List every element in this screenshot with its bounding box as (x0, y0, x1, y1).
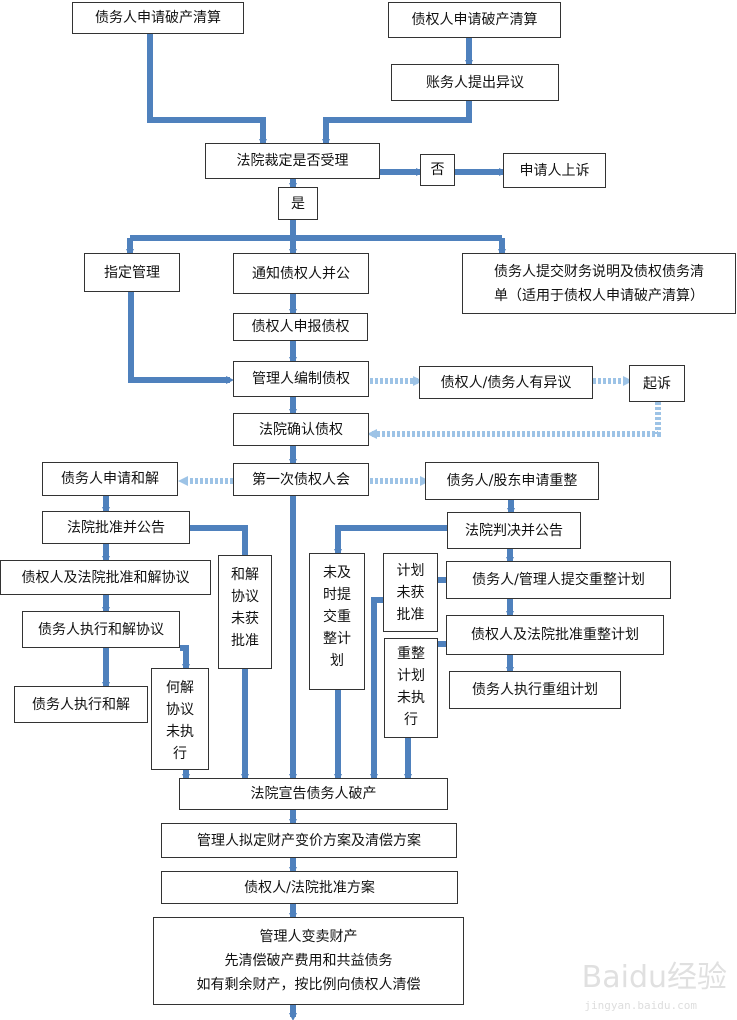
node-reorg-apply: 债务人/股东申请重整 (425, 462, 599, 500)
node-court-ruling-announce: 法院判决并公告 (447, 512, 581, 549)
node-debtor-objection: 账务人提出异议 (391, 64, 559, 101)
node-plan-not-approved: 计划 未获 批准 (383, 553, 438, 632)
node-debtor-execute-settlement-agreement: 债务人执行和解协议 (22, 611, 180, 648)
node-submit-reorg-plan: 债务人/管理人提交重整计划 (446, 561, 671, 599)
node-court-ruling: 法院裁定是否受理 (205, 143, 380, 179)
node-debtor-settlement: 债务人申请和解 (42, 462, 178, 496)
label-no: 否 (420, 154, 455, 186)
node-dispute: 债权人/债务人有异议 (419, 366, 593, 399)
node-debtor-apply: 债务人申请破产清算 (72, 2, 244, 34)
node-declare-bankrupt: 法院宣告债务人破产 (179, 778, 448, 810)
node-notify-creditors: 通知债权人并公 (233, 253, 369, 294)
node-court-approve-announce: 法院批准并公告 (42, 511, 190, 544)
node-not-timely-submit: 未及 时提 交重 整计 划 (309, 553, 365, 690)
node-debtor-submit: 债务人提交财务说明及债权债务清 单（适用于债权人申请破产清算） (462, 253, 736, 314)
node-creditor-court-approve-settlement: 债权人及法院批准和解协议 (0, 560, 211, 595)
node-sue: 起诉 (629, 365, 685, 402)
node-approve-reorg-plan: 债权人及法院批准重整计划 (446, 615, 664, 655)
node-court-confirm: 法院确认债权 (233, 413, 369, 446)
node-approve-plan: 债权人/法院批准方案 (161, 871, 458, 904)
node-admin-compile: 管理人编制债权 (233, 361, 369, 397)
node-debtor-execute-settlement: 债务人执行和解 (14, 686, 148, 723)
node-first-meeting: 第一次债权人会 (233, 463, 369, 496)
node-appoint-admin: 指定管理 (84, 253, 180, 292)
node-settlement-not-approved: 和解 协议 未获 批准 (218, 555, 272, 669)
node-execute-reorg-plan: 债务人执行重组计划 (449, 671, 621, 709)
node-creditor-apply: 债权人申请破产清算 (388, 2, 561, 38)
watermark-url: jingyan.baidu.com (584, 999, 697, 1012)
node-liquidation-plan: 管理人拟定财产变价方案及清偿方案 (161, 823, 457, 858)
node-settlement-not-executed: 何解 协议 未执 行 (151, 668, 209, 770)
node-applicant-appeal: 申请人上诉 (503, 153, 606, 188)
watermark: Baidu经验 (581, 960, 727, 995)
node-creditor-declare: 债权人申报债权 (233, 313, 368, 341)
node-final-step: 管理人变卖财产 先清偿破产费用和共益债务 如有剩余财产，按比例向债权人清偿 (153, 917, 464, 1005)
node-reorg-not-executed: 重整 计划 未执 行 (384, 638, 438, 738)
label-yes: 是 (278, 187, 318, 220)
